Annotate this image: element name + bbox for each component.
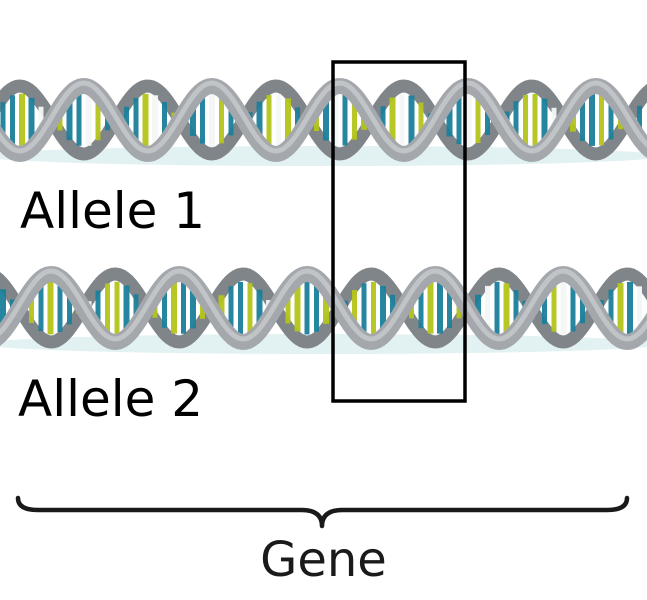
allele-1-dna-helix bbox=[0, 77, 647, 166]
gene-highlight-box bbox=[331, 60, 467, 403]
allele-2-dna-helix bbox=[0, 265, 647, 354]
allele-2-label: Allele 2 bbox=[18, 370, 204, 428]
allele-1-label: Allele 1 bbox=[20, 182, 206, 240]
gene-brace-icon bbox=[15, 495, 630, 529]
gene-label: Gene bbox=[260, 532, 387, 588]
